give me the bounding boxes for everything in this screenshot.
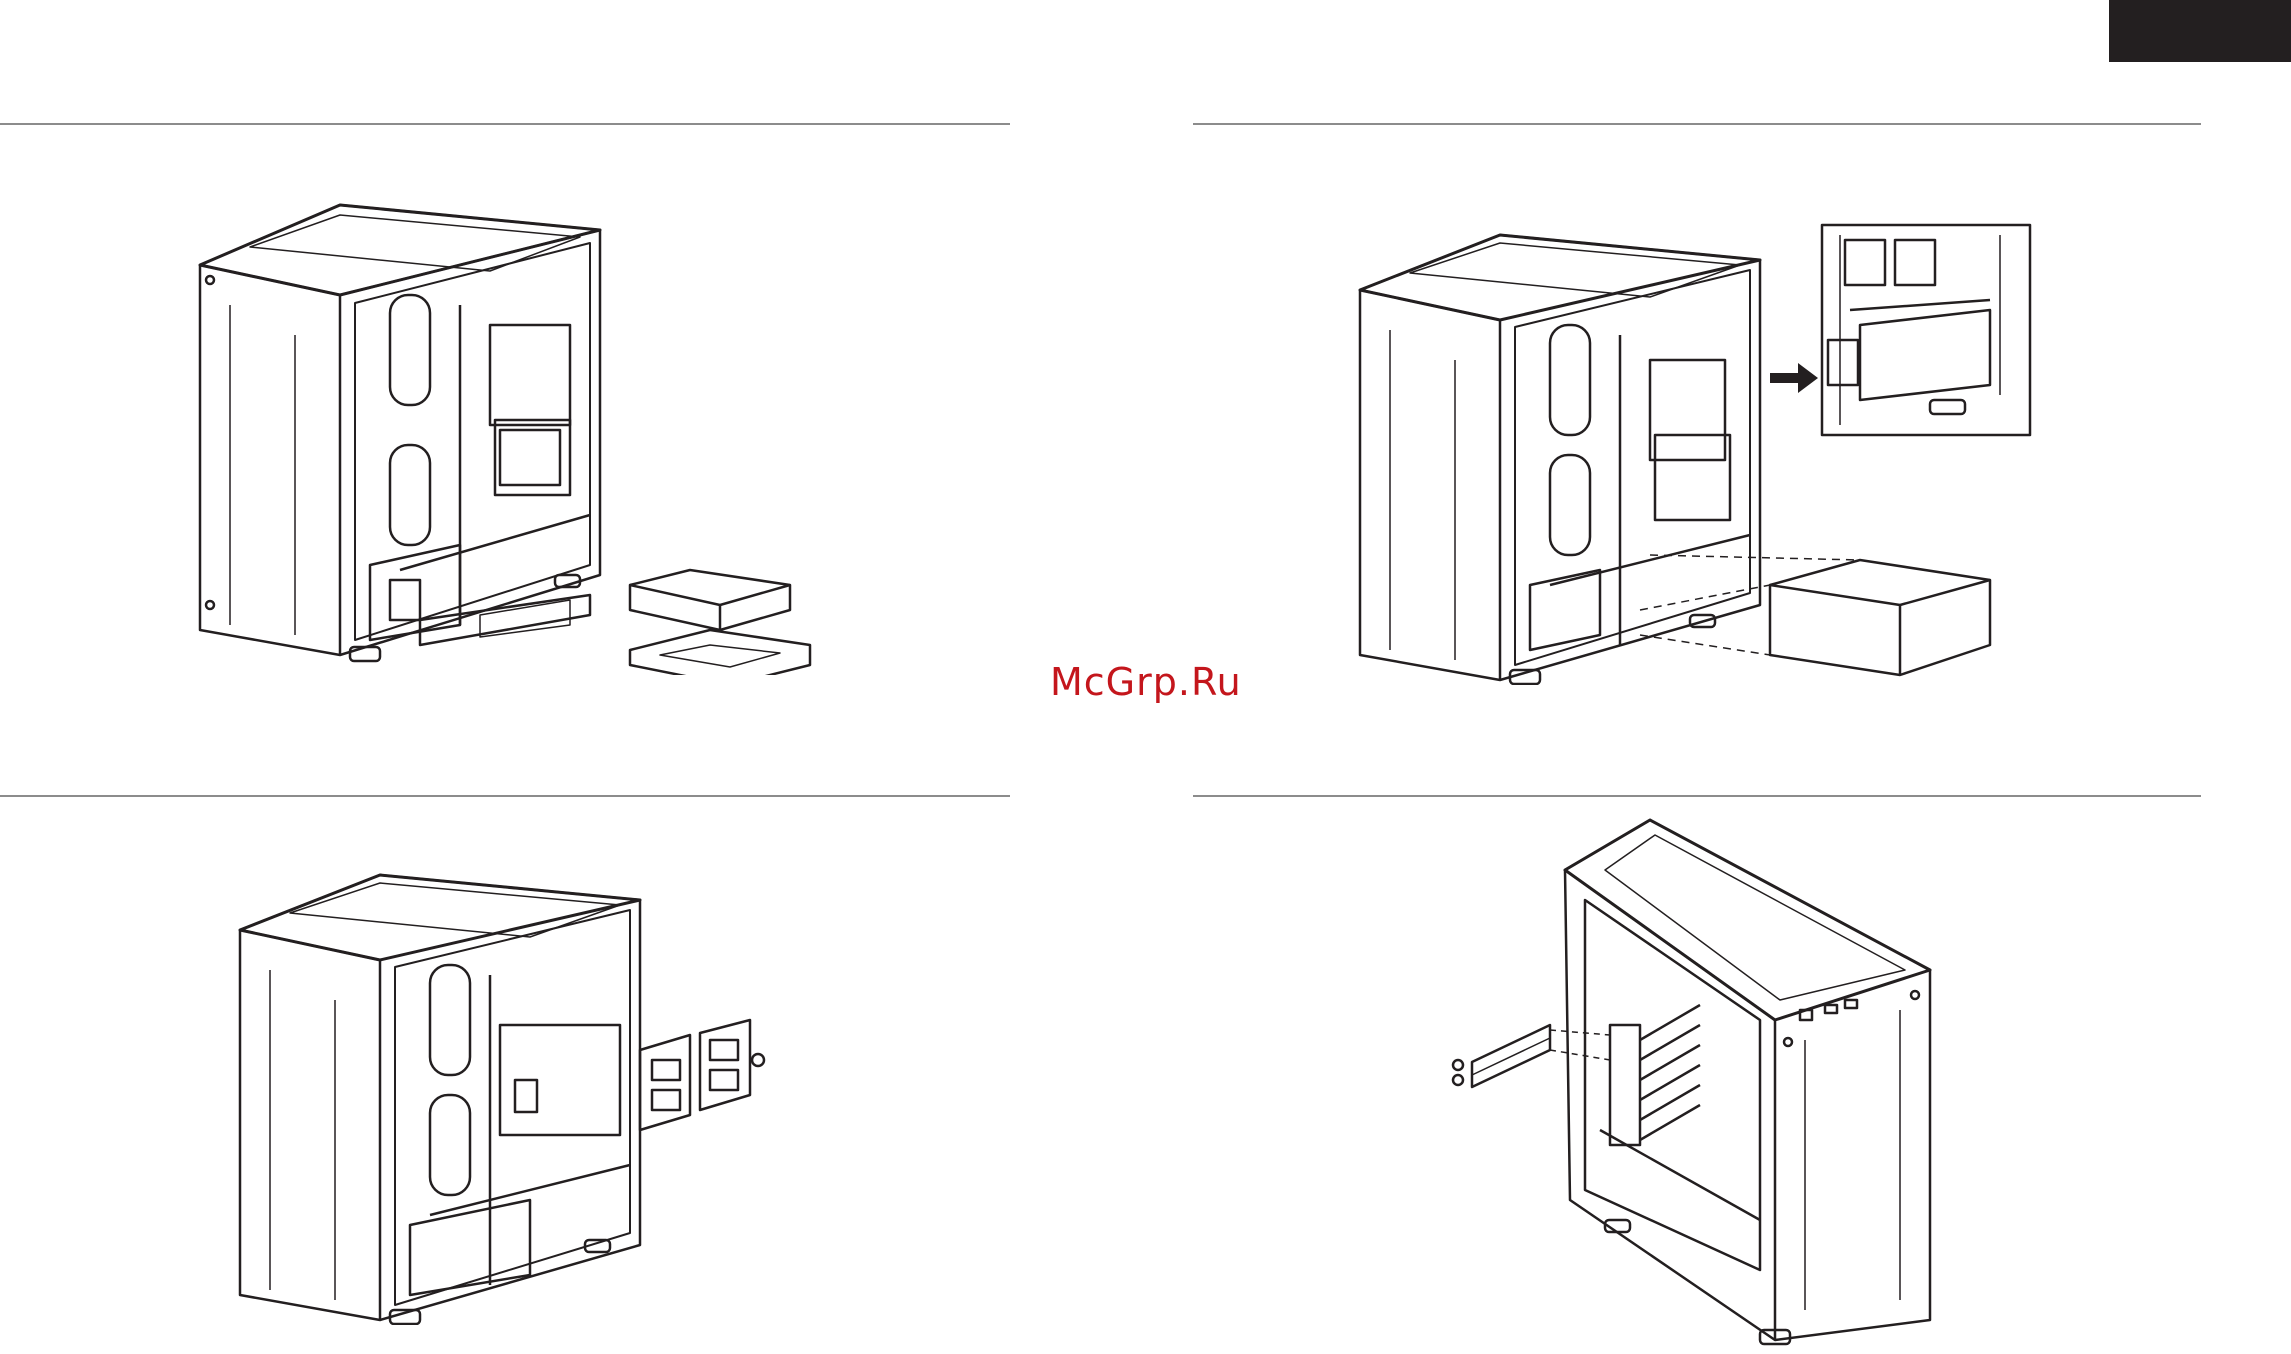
watermark-text: McGrp.Ru xyxy=(1050,660,1242,704)
figure-pci-bracket-installation xyxy=(1440,810,1960,1350)
hdd-tray-icon xyxy=(190,185,830,675)
section-divider-bottom-right xyxy=(1193,795,2201,797)
figure-ssd-tray-removal xyxy=(230,855,790,1325)
section-divider-top-left xyxy=(0,123,1010,125)
pci-bracket-icon xyxy=(1440,810,1960,1350)
figure-drive-tray-removal xyxy=(190,185,830,675)
section-divider-bottom-left xyxy=(0,795,1010,797)
page-tab-marker xyxy=(2109,0,2291,62)
section-divider-top-right xyxy=(1193,123,2201,125)
psu-insert-icon xyxy=(1350,215,2050,685)
figure-psu-installation xyxy=(1350,215,2050,685)
ssd-tray-icon xyxy=(230,855,790,1325)
